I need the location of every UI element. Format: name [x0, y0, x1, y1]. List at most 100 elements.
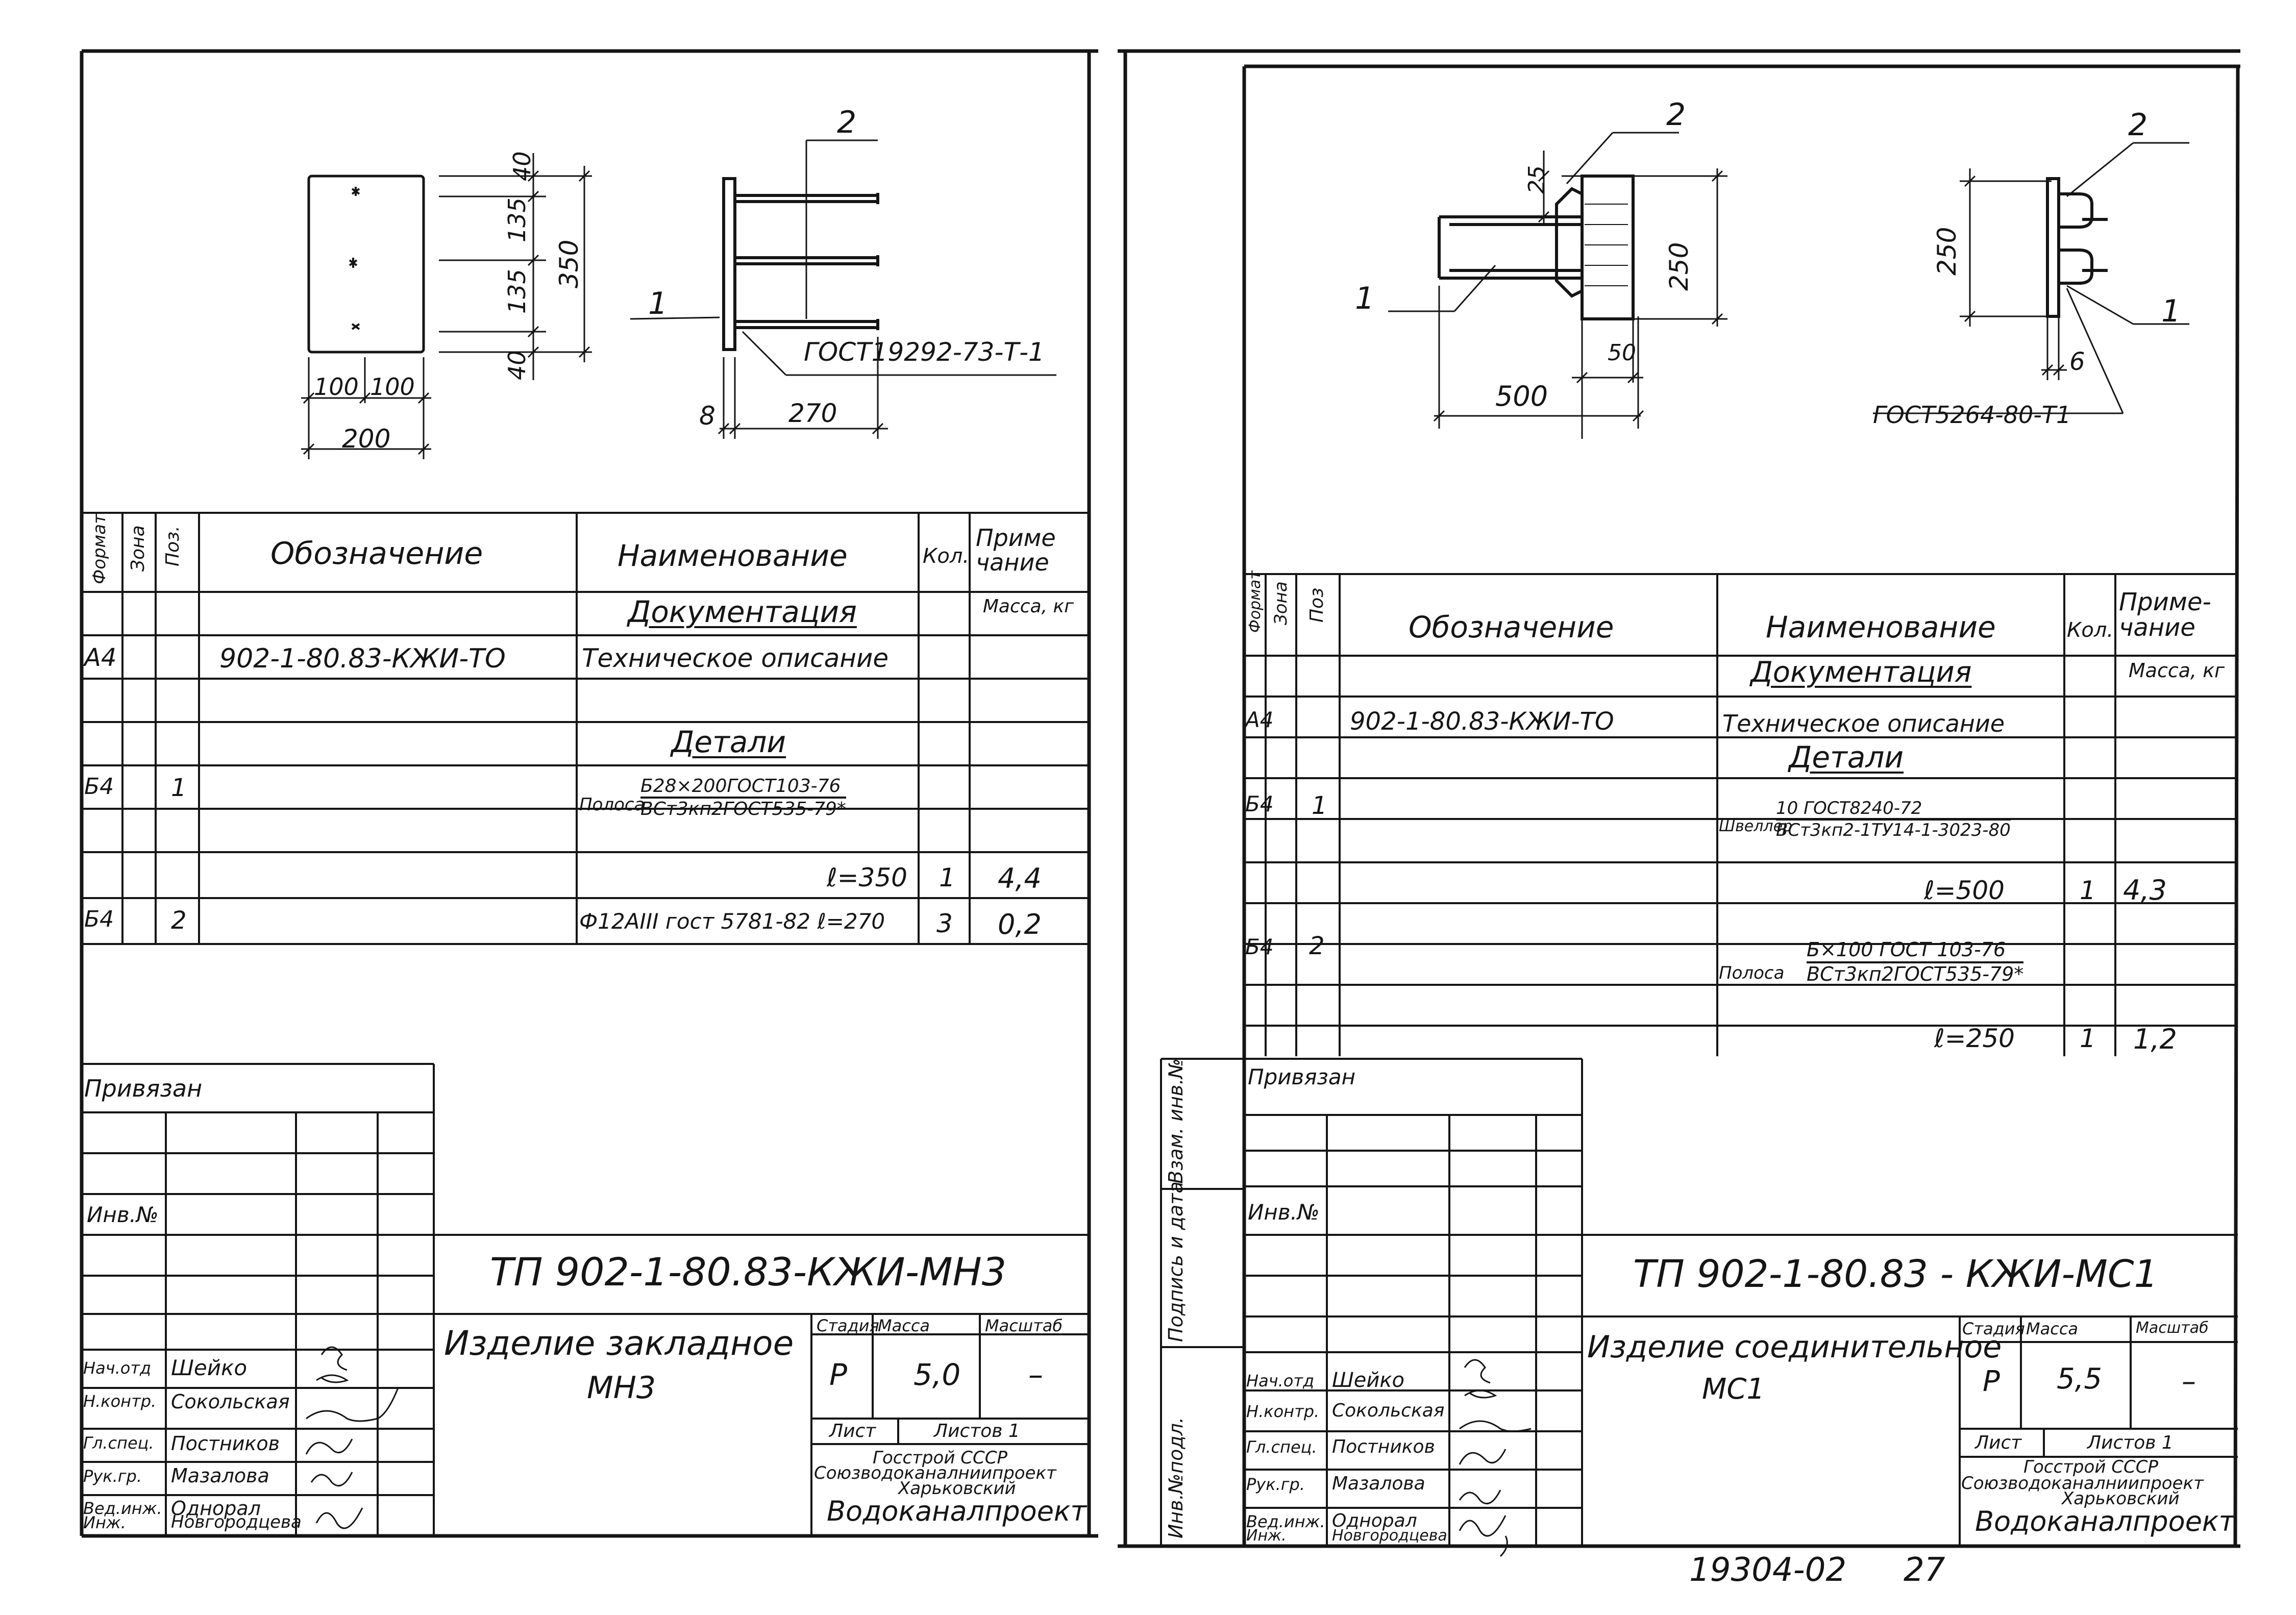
staff-name-4: Одноpал — [171, 1497, 261, 1520]
doc-row-designation: 902-1-80.83-КЖИ-ТО — [219, 643, 506, 674]
scale-header: Масштаб — [985, 1316, 1063, 1335]
staff-role-2: Гл.спец. — [83, 1433, 154, 1453]
r-row2-pos: 2 — [1309, 932, 1325, 960]
left-dimension-horizontal — [301, 357, 431, 459]
spec-header-name: Наименование — [618, 538, 848, 573]
r-spec-header-format: Формат — [1246, 570, 1264, 633]
staff-name-3: Мазалова — [171, 1464, 269, 1487]
left-anchor-side-view — [722, 177, 879, 351]
sheets-label: Листов 1 — [934, 1421, 1020, 1442]
stage-header: Стадия — [817, 1316, 879, 1335]
privyazan-label: Привязан — [84, 1075, 203, 1102]
r-section-parts: Детали — [1789, 740, 1904, 775]
dim-25: 25 — [1524, 165, 1550, 194]
staff-role-5: Инж. — [83, 1513, 126, 1532]
dim-40-top: 40 — [508, 151, 536, 181]
right-title-block — [1160, 1058, 2238, 1546]
item-name: Изделие закладное — [444, 1324, 794, 1363]
org-line-4: Водоканалпроект — [827, 1495, 1087, 1527]
item-code: МН3 — [587, 1370, 656, 1406]
r-spec-header-zone: Зона — [1271, 581, 1291, 625]
dim-8: 8 — [699, 401, 715, 431]
r-row2b-qty: 1 — [2080, 1024, 2096, 1053]
r-org-line-3: Харьковский — [2062, 1488, 2180, 1509]
r-row1-fraction: 10 ГОСТ8240-72 ВСт3кп2-1ТУ14-1-3023-80 — [1776, 798, 2011, 840]
r-row1-pos: 1 — [1312, 791, 1327, 820]
dim-100-left: 100 — [314, 373, 359, 401]
spec-header-zone: Зона — [128, 525, 149, 572]
right-plate-callouts — [1873, 142, 2189, 414]
r-item-name: Изделие соединительное — [1587, 1329, 2002, 1365]
doc-row-format: А4 — [84, 643, 117, 672]
callout-1-channel: 1 — [1355, 281, 1375, 316]
right-channel-dimensions — [1433, 151, 1727, 439]
row2-pos: 2 — [171, 906, 187, 935]
r-mass-value: 5,5 — [2057, 1362, 2103, 1396]
dim-270: 270 — [788, 399, 837, 428]
stamp-vzam-inv: Взам. инв.№ — [1165, 1058, 1187, 1184]
callout-1-plate: 1 — [2161, 293, 2181, 329]
r-staff-name-0: Шейко — [1332, 1369, 1405, 1392]
row2-format: Б4 — [84, 906, 114, 932]
spec-header-pos: Поз. — [162, 526, 183, 566]
row1-name-prefix: Полоса — [579, 794, 645, 815]
right-plate-dimensions — [1960, 168, 2067, 380]
drawing-code: ТП 902-1-80.83-КЖИ-МН3 — [490, 1249, 1007, 1295]
dim-40-bottom: 40 — [503, 350, 531, 380]
inv-label: Инв.№ — [87, 1202, 159, 1227]
r-item-code: МС1 — [1702, 1373, 1765, 1406]
r-row2-denominator: ВСт3кп2ГОСТ535-79* — [1807, 962, 2024, 985]
r-stage-value: Р — [1983, 1365, 2000, 1398]
r-staff-name-2: Постников — [1332, 1436, 1435, 1457]
org-line-3: Харьковский — [898, 1478, 1016, 1499]
spec-header-designation: Обозначение — [270, 536, 483, 572]
r-row2-name-prefix: Полоса — [1719, 963, 1785, 983]
r-row1-format: Б4 — [1245, 791, 1274, 816]
left-plate-front — [307, 175, 425, 354]
r-row1b-qty: 1 — [2080, 876, 2096, 905]
r-staff-role-1: Н.контр. — [1246, 1402, 1320, 1421]
dim-250-channel: 250 — [1664, 242, 1694, 291]
stage-value: Р — [829, 1357, 847, 1392]
row2-name: Ф12АIII гост 5781-82 ℓ=270 — [579, 909, 885, 934]
r-staff-name-1: Сокольская — [1332, 1400, 1445, 1421]
right-signatures — [1459, 1359, 1532, 1557]
right-channel-side-view — [1438, 175, 1635, 320]
row1b-qty: 1 — [939, 863, 955, 892]
row1b-length: ℓ=350 — [827, 863, 907, 892]
staff-role-4: Вед.инж. — [83, 1499, 162, 1518]
staff-role-1: Н.контр. — [83, 1392, 157, 1411]
staff-name-1: Сокольская — [171, 1390, 290, 1413]
r-org-line-4: Водоканалпроект — [1975, 1505, 2235, 1537]
r-section-documentation: Документация — [1750, 656, 1972, 689]
right-plate-side-view — [2046, 177, 2108, 318]
row2-qty: 3 — [936, 909, 953, 938]
spec-header-qty: Кол. — [923, 544, 970, 568]
left-dimension-vertical — [439, 153, 592, 380]
spec-header-format: Формат — [89, 514, 110, 584]
staff-name-0: Шейко — [171, 1355, 248, 1380]
r-staff-name-4: Одноpал — [1332, 1510, 1417, 1531]
staff-role-0: Нач.отд — [83, 1358, 152, 1378]
section-documentation: Документация — [628, 594, 857, 629]
left-plate-marks — [349, 187, 360, 330]
row2-mass: 0,2 — [998, 908, 1042, 940]
r-row1b-mass: 4,3 — [2123, 874, 2167, 906]
r-row1b-length: ℓ=500 — [1924, 876, 2005, 905]
dim-135-upper: 135 — [503, 197, 531, 242]
r-doc-row-format: А4 — [1245, 707, 1274, 732]
left-title-block — [82, 1063, 1089, 1536]
r-sheet-label: Лист — [1975, 1432, 2022, 1453]
r-doc-row-name: Техническое описание — [1722, 710, 2005, 737]
staff-role-3: Рук.гр. — [83, 1467, 142, 1486]
r-scale-header: Масштаб — [2136, 1319, 2209, 1337]
r-spec-header-designation: Обозначение — [1409, 610, 1614, 644]
r-doc-row-designation: 902-1-80.83-КЖИ-ТО — [1350, 707, 1614, 736]
r-row1-numerator: 10 ГОСТ8240-72 — [1776, 798, 2011, 821]
doc-row-name: Техническое описание — [582, 643, 889, 673]
r-row2-numerator: Б×100 ГОСТ 103-76 — [1807, 938, 2024, 963]
r-spec-header-name: Наименование — [1766, 610, 1996, 644]
right-channel-callouts — [1388, 132, 1679, 312]
callout-2-left: 2 — [837, 105, 857, 140]
